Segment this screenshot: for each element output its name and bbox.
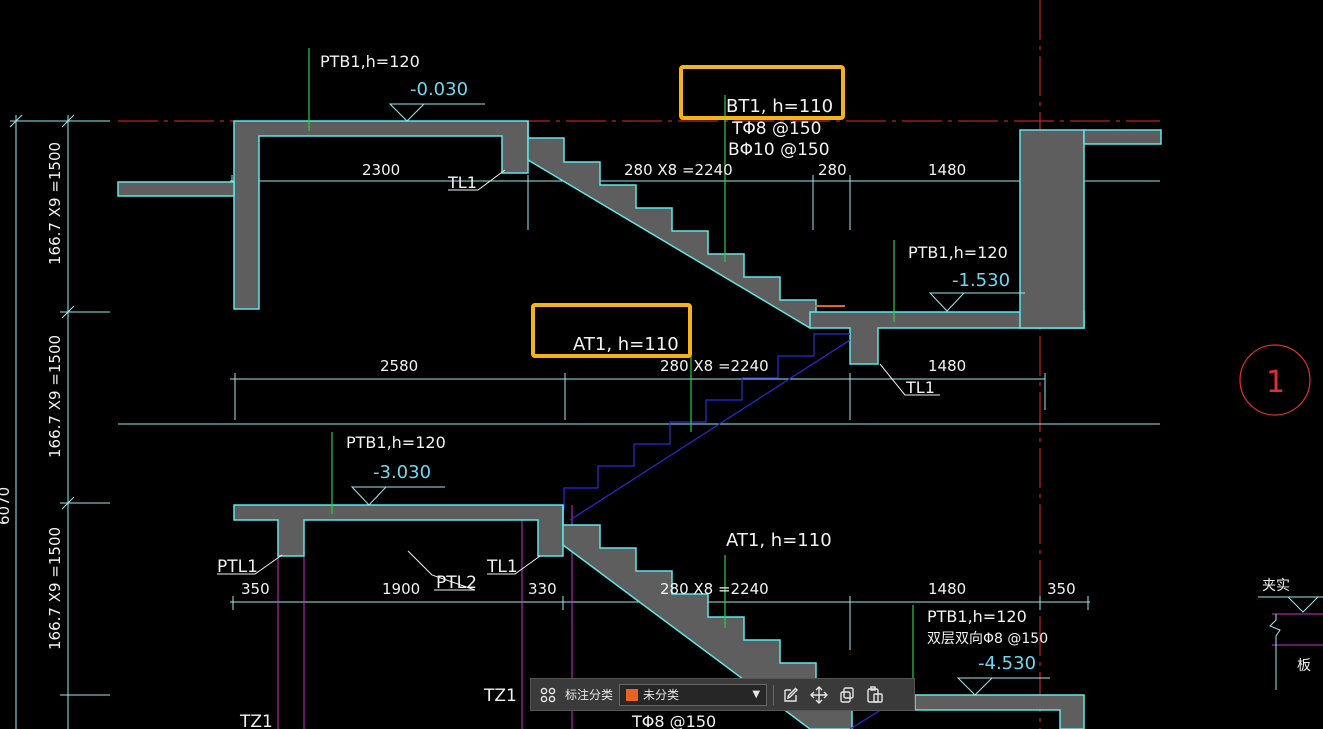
dim-330: 330 [528, 580, 557, 598]
label-tz1-b: TZ1 [239, 712, 273, 729]
dim-1480-a: 1480 [928, 161, 966, 179]
label-ptl1: PTL1 [217, 557, 258, 577]
left-slab-stub [117, 181, 235, 197]
axis-bubble [1239, 344, 1311, 416]
dim-1480-c: 1480 [928, 580, 966, 598]
column-lines [277, 505, 573, 729]
highlight-box-at1 [531, 303, 692, 358]
elevation-low: -3.030 [373, 462, 431, 483]
dim-280: 280 [818, 161, 847, 179]
label-rebar-bottom-flight: TΦ8 @150 [631, 712, 716, 729]
chevron-down-icon: ▼ [752, 689, 761, 700]
dim-stairs-1: 280 X8 =2240 [624, 161, 733, 179]
label-ptb1-low: PTB1,h=120 [346, 433, 446, 452]
side-note-top: 夹实 [1262, 578, 1290, 594]
category-label: 标注分类 [565, 688, 614, 702]
edit-icon[interactable] [780, 684, 802, 706]
category-selected-value: 未分类 [643, 688, 680, 702]
label-bt1: BT1, h=110 [726, 96, 833, 117]
label-tl1-b: TL1 [905, 378, 935, 397]
dim-350-b: 350 [1047, 580, 1076, 598]
flight-at1-hidden [563, 333, 851, 521]
right-slab-stub [1083, 129, 1162, 145]
elevation-mid: -1.530 [952, 270, 1010, 291]
flight-at1-lower [562, 505, 853, 729]
label-ptb1-top: PTB1,h=120 [320, 52, 420, 71]
vertical-dim-1: 166.7 X9 =1500 [46, 142, 64, 265]
label-at1-low: AT1, h=110 [726, 530, 832, 551]
annotation-toolbar: 标注分类 未分类 ▼ [530, 678, 915, 711]
label-ptb1-bottom: PTB1,h=120 [927, 607, 1027, 626]
category-dropdown[interactable]: 未分类 ▼ [619, 683, 768, 706]
label-at1-top: AT1, h=110 [573, 334, 679, 355]
dim-1900: 1900 [382, 580, 420, 598]
dim-ticks-mid [234, 373, 1046, 420]
highlight-box-bt1 [679, 65, 845, 120]
dim-350-a: 350 [241, 580, 270, 598]
side-note-bottom: 板 [1297, 658, 1311, 674]
axis-bubble-label: 1 [1266, 365, 1285, 400]
dim-1480-b: 1480 [928, 357, 966, 375]
toolbar-divider [773, 684, 775, 705]
upper-landing-slab [233, 120, 529, 310]
label-tl1-a: TL1 [447, 173, 477, 192]
side-detail [1258, 596, 1323, 690]
bottom-landing-slab [914, 694, 1085, 729]
dim-stairs-3: 280 X8 =2240 [660, 580, 769, 598]
vertical-dim-3: 166.7 X9 =1500 [46, 527, 64, 650]
move-icon[interactable] [808, 684, 830, 706]
label-ptl2: PTL2 [436, 573, 477, 593]
label-ptb1-bottom-rebar: 双层双向Φ8 @150 [927, 631, 1048, 647]
vertical-dim-2: 166.7 X9 =1500 [46, 335, 64, 458]
dim-stairs-2: 280 X8 =2240 [660, 357, 769, 375]
flight-bt1 [527, 121, 817, 330]
label-ptb1-mid: PTB1,h=120 [908, 243, 1008, 262]
right-wall [1019, 129, 1085, 329]
elevation-markers [350, 103, 1050, 696]
label-rebar-top: TΦ8 @150 [731, 119, 821, 139]
copy-icon[interactable] [836, 684, 858, 706]
label-rebar-bottom: BΦ10 @150 [728, 140, 830, 160]
vertical-dimension-chain [9, 114, 110, 729]
lower-landing-slab [233, 504, 564, 557]
dim-2300: 2300 [362, 161, 400, 179]
grid-icon[interactable] [537, 684, 559, 706]
label-tz1-a: TZ1 [483, 686, 517, 706]
elevation-top: -0.030 [410, 79, 468, 100]
label-tl1-c: TL1 [486, 557, 518, 577]
vertical-dim-total: 6070 [0, 487, 13, 525]
paste-icon[interactable] [864, 684, 886, 706]
category-color-swatch [626, 688, 639, 701]
dim-2580: 2580 [380, 357, 418, 375]
elevation-bottom: -4.530 [978, 653, 1036, 674]
beam-tag-leaders [217, 169, 940, 591]
